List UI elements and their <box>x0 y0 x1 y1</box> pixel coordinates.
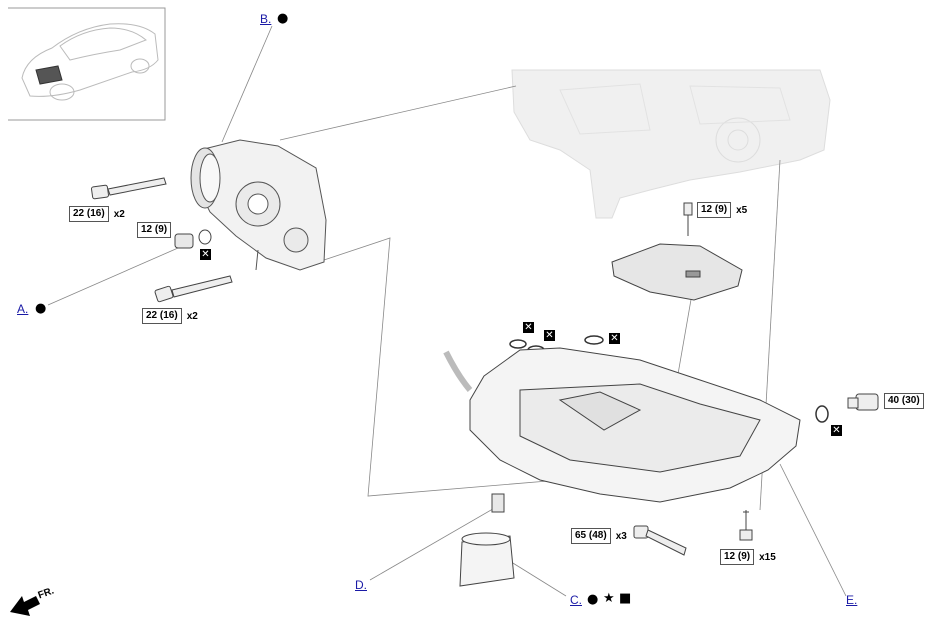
non-reusable-icon: ✕ <box>831 425 842 436</box>
torque-value: 12 (9) <box>697 202 732 218</box>
non-reusable-icon: ✕ <box>609 333 620 344</box>
compressor-icon <box>190 139 327 271</box>
torque-drain-plug: 40 (30) <box>884 393 924 409</box>
oil-filter-icon <box>459 493 515 587</box>
torque-value: 12 (9) <box>720 549 755 565</box>
non-reusable-icon: ✕ <box>544 330 555 341</box>
callout-b[interactable]: B. <box>260 12 272 26</box>
torque-qty: x3 <box>615 530 627 542</box>
engine-block-icon <box>511 69 831 219</box>
torque-value: 22 (16) <box>69 206 109 222</box>
torque-value: 22 (16) <box>142 308 182 324</box>
star-symbol: ★ <box>603 591 615 606</box>
vehicle-locator-icon <box>8 7 166 121</box>
torque-compressor-bolt-lower: 22 (16) x2 <box>142 308 198 324</box>
compressor-plug-icon <box>174 229 212 249</box>
torque-pan-bolt-small: 12 (9) x15 <box>720 549 776 565</box>
callout-a[interactable]: A. <box>17 302 29 316</box>
front-arrow-icon <box>10 596 40 616</box>
callout-c[interactable]: C. <box>570 593 582 607</box>
torque-qty: x15 <box>759 551 776 563</box>
bolt-icon <box>91 177 233 303</box>
torque-baffle-bolt: 12 (9) x5 <box>697 202 747 218</box>
bolt-icon <box>633 510 753 556</box>
dot-symbol: ● <box>35 301 47 316</box>
torque-value: 12 (9) <box>137 222 172 238</box>
oil-pan-icon <box>443 347 801 503</box>
torque-qty: x2 <box>113 208 125 220</box>
torque-pan-bolt-large: 65 (48) x3 <box>571 528 627 544</box>
callout-e[interactable]: E. <box>846 593 858 607</box>
non-reusable-icon: ✕ <box>523 322 534 333</box>
torque-qty: x5 <box>736 204 748 216</box>
callout-d[interactable]: D. <box>355 578 367 592</box>
torque-qty: x2 <box>186 310 198 322</box>
torque-value: 65 (48) <box>571 528 611 544</box>
leader-lines <box>47 25 847 597</box>
baffle-plate-icon <box>611 202 743 301</box>
torque-compressor-bolt-upper: 22 (16) x2 <box>69 206 125 222</box>
non-reusable-icon: ✕ <box>200 249 211 260</box>
square-symbol: ■ <box>619 591 632 606</box>
torque-value: 40 (30) <box>884 393 924 409</box>
dot-symbol: ● <box>587 592 599 607</box>
dot-symbol: ● <box>277 11 289 26</box>
torque-compressor-plug: 12 (9) <box>137 222 172 238</box>
drain-plug-icon <box>847 393 879 411</box>
